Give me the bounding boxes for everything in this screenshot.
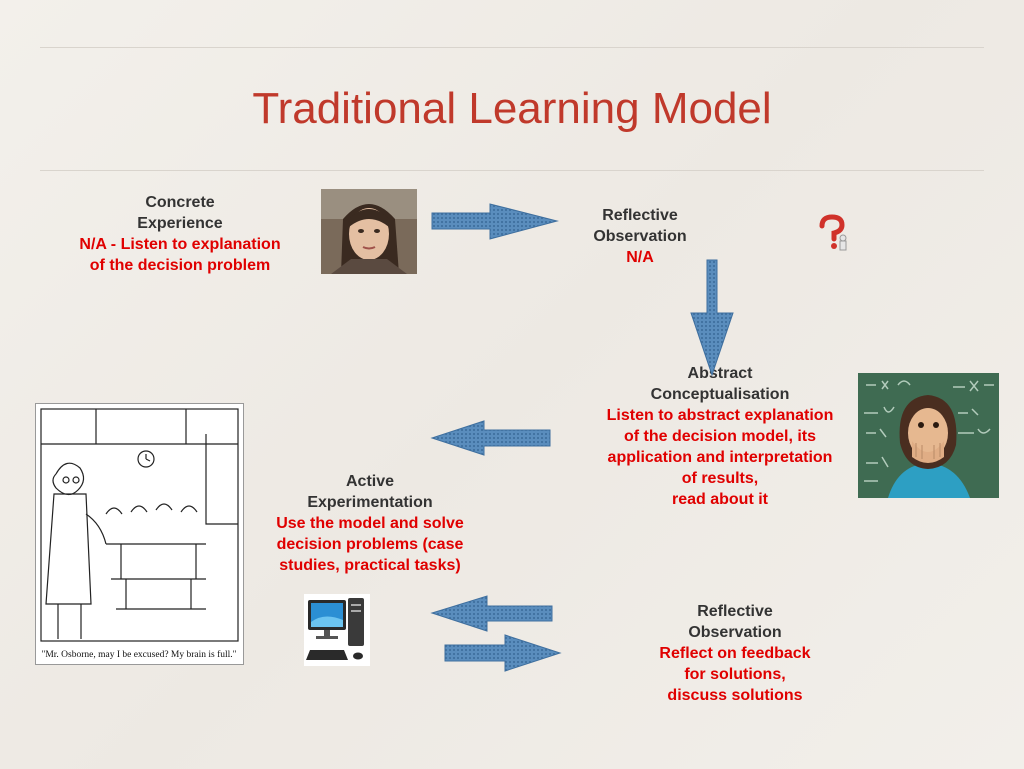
cartoon-caption: "Mr. Osborne, may I be excused? My brain… [41, 649, 236, 660]
top-divider [40, 47, 984, 48]
reflective-observation-top-text: Reflective Observation N/A [560, 205, 720, 268]
active-detail-line1: Use the model and solve [276, 515, 464, 532]
reflective-top-detail: N/A [626, 249, 654, 266]
reflective-bottom-heading-line2: Observation [688, 624, 782, 641]
reflective-bottom-heading-line1: Reflective [697, 603, 773, 620]
reflective-bottom-detail-line2: for solutions, [684, 666, 786, 683]
reflective-top-heading-line1: Reflective [602, 207, 678, 224]
abstract-conceptualisation-text: Abstract Conceptualisation Listen to abs… [585, 363, 855, 510]
active-heading-line1: Active [345, 473, 395, 490]
concrete-experience-text: Concrete Experience N/A - Listen to expl… [55, 192, 305, 276]
title-divider [40, 170, 984, 171]
active-detail-line2: decision problems (case [276, 536, 464, 553]
active-heading-line2: Experimentation [307, 494, 433, 511]
abstract-detail-line4: of results, [681, 470, 759, 487]
abstract-detail-line5: read about it [671, 491, 768, 508]
arrow-right-top [431, 203, 559, 240]
arrow-left-bottom [430, 595, 553, 632]
abstract-heading-line2: Conceptualisation [650, 386, 790, 403]
question-mark-figure-icon [812, 214, 852, 252]
reflective-observation-bottom-text: Reflective Observation Reflect on feedba… [630, 601, 840, 706]
active-experimentation-text: Active Experimentation Use the model and… [255, 471, 485, 576]
arrow-right-bottom [444, 634, 562, 672]
classroom-cartoon: "Mr. Osborne, may I be excused? My brain… [35, 403, 244, 665]
chalkboard-woman-photo [858, 373, 999, 498]
arrow-down-right [690, 259, 734, 377]
computer-icon [304, 594, 370, 666]
abstract-detail-line3: application and interpretation [607, 449, 833, 466]
concrete-heading-line1: Concrete [145, 194, 215, 211]
active-detail-line3: studies, practical tasks) [279, 557, 461, 574]
reflective-bottom-detail-line1: Reflect on feedback [659, 645, 811, 662]
reflective-top-heading-line2: Observation [593, 228, 687, 245]
abstract-detail-line2: of the decision model, its [623, 428, 817, 445]
concrete-detail-line1: N/A - Listen to explanation [79, 236, 281, 253]
reflective-bottom-detail-line3: discuss solutions [667, 687, 803, 704]
arrow-left-middle [430, 420, 551, 456]
abstract-heading-line1: Abstract [687, 365, 753, 382]
concrete-detail-line2: of the decision problem [89, 257, 271, 274]
abstract-detail-line1: Listen to abstract explanation [606, 407, 834, 424]
woman-portrait-photo [321, 189, 417, 274]
slide-title: Traditional Learning Model [252, 84, 772, 133]
concrete-heading-line2: Experience [137, 215, 223, 232]
